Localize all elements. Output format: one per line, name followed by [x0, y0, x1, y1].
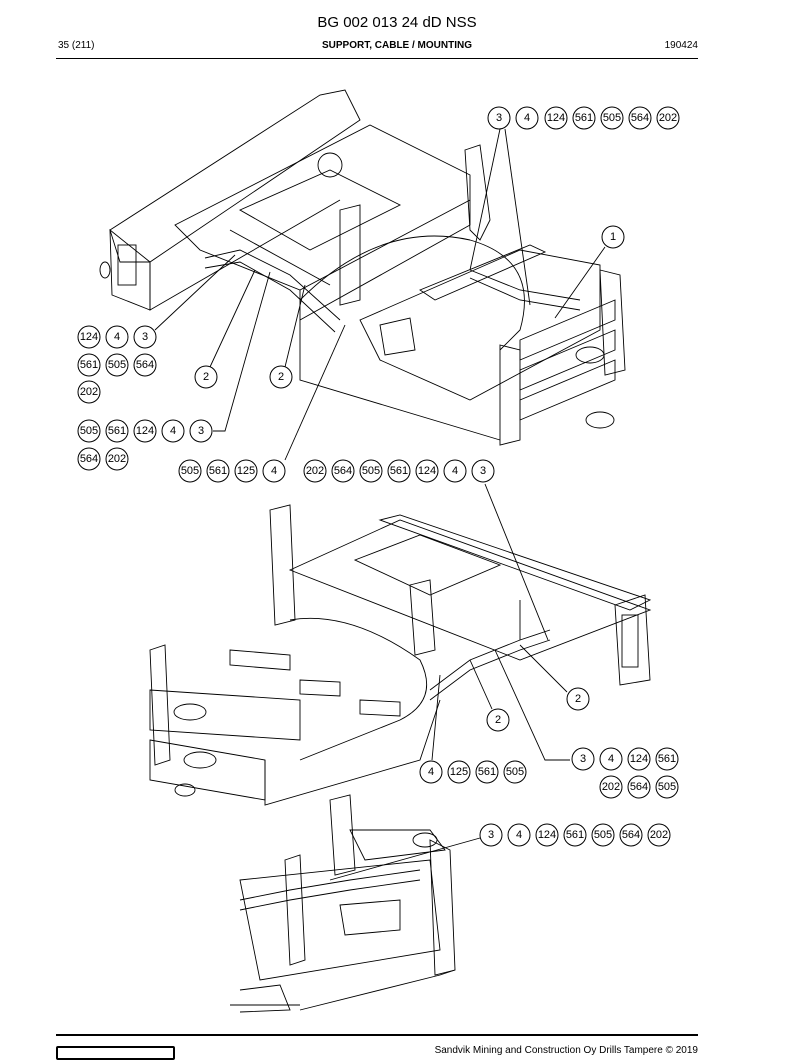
callout-item: 3 — [496, 112, 502, 124]
callout-item: 561 — [575, 112, 593, 124]
callout-item: 3 — [142, 331, 148, 343]
callout-item: 2 — [278, 371, 284, 383]
section-title: SUPPORT, CABLE / MOUNTING — [321, 40, 472, 51]
callout-item: 124 — [538, 829, 556, 841]
callout-item: 124 — [80, 331, 98, 343]
footer-copyright: Sandvik Mining and Construction Oy Drill… — [434, 1045, 698, 1056]
callout-item: 564 — [622, 829, 640, 841]
callout-item: 505 — [181, 465, 199, 477]
callout-item: 564 — [80, 453, 98, 465]
callout-item: 202 — [659, 112, 677, 124]
callout-item: 125 — [450, 766, 468, 778]
callout-item: 561 — [80, 359, 98, 371]
callout-item: 2 — [495, 714, 501, 726]
callout-item: 505 — [362, 465, 380, 477]
callout-group-4: 505 561 125 4 — [178, 459, 286, 483]
callout-item: 505 — [603, 112, 621, 124]
header-rule — [56, 58, 698, 59]
callout-1: 1 — [601, 225, 625, 249]
callout-2a: 2 — [194, 365, 218, 389]
footer-rule — [56, 1034, 698, 1036]
callout-item: 2 — [575, 693, 581, 705]
callout-item: 4 — [524, 112, 530, 124]
callout-item: 3 — [480, 465, 486, 477]
callout-group-8: 3 4 124 561 505 564 202 — [479, 823, 671, 847]
callout-item: 505 — [594, 829, 612, 841]
callout-item: 564 — [630, 781, 648, 793]
callout-item: 4 — [170, 425, 176, 437]
callout-item: 1 — [610, 231, 616, 243]
frame-view-bottom — [230, 794, 456, 1013]
callout-item: 202 — [306, 465, 324, 477]
callout-item: 4 — [271, 465, 277, 477]
callout-item: 564 — [631, 112, 649, 124]
callout-item: 3 — [198, 425, 204, 437]
callout-item: 4 — [428, 766, 434, 778]
callout-item: 2 — [203, 371, 209, 383]
callout-item: 561 — [390, 465, 408, 477]
callout-2c: 2 — [566, 687, 590, 711]
callout-item: 561 — [658, 753, 676, 765]
callout-item: 564 — [136, 359, 154, 371]
callout-item: 4 — [452, 465, 458, 477]
leader-lines — [154, 128, 606, 881]
callout-group-6: 3 4 124 561 202 564 505 — [571, 747, 679, 799]
document-title: BG 002 013 24 dD NSS — [317, 14, 477, 31]
callout-group-5: 202 564 505 561 124 4 3 — [303, 459, 495, 483]
brand-logo — [56, 1046, 175, 1060]
document-date: 190424 — [664, 40, 698, 51]
callout-item: 3 — [488, 829, 494, 841]
callout-group-2: 124 4 3 561 505 564 202 — [77, 325, 157, 404]
page-number: 35 (211) — [58, 40, 95, 51]
callout-item: 124 — [418, 465, 436, 477]
callout-2d: 2 — [486, 708, 510, 732]
callout-item: 4 — [114, 331, 120, 343]
callout-item: 202 — [650, 829, 668, 841]
callout-item: 202 — [108, 453, 126, 465]
callout-item: 124 — [547, 112, 565, 124]
callout-item: 505 — [80, 425, 98, 437]
callout-item: 4 — [608, 753, 614, 765]
callout-item: 202 — [80, 386, 98, 398]
callout-item: 561 — [108, 425, 126, 437]
frame-view-top — [99, 89, 626, 446]
callout-group-3: 505 561 124 4 3 564 202 — [77, 419, 213, 471]
callout-2b: 2 — [269, 365, 293, 389]
callout-item: 561 — [209, 465, 227, 477]
callout-item: 564 — [334, 465, 352, 477]
callout-group-7: 4 125 561 505 — [419, 760, 527, 784]
callout-item: 505 — [108, 359, 126, 371]
callout-item: 125 — [237, 465, 255, 477]
callout-item: 3 — [580, 753, 586, 765]
callout-item: 561 — [478, 766, 496, 778]
callout-item: 124 — [136, 425, 154, 437]
callout-item: 202 — [602, 781, 620, 793]
callout-item: 4 — [516, 829, 522, 841]
callout-group-1: 3 4 124 561 505 564 202 — [487, 106, 680, 130]
callout-item: 124 — [630, 753, 648, 765]
callout-item: 505 — [506, 766, 524, 778]
callout-item: 505 — [658, 781, 676, 793]
callout-item: 561 — [566, 829, 584, 841]
frame-view-middle — [149, 504, 652, 806]
